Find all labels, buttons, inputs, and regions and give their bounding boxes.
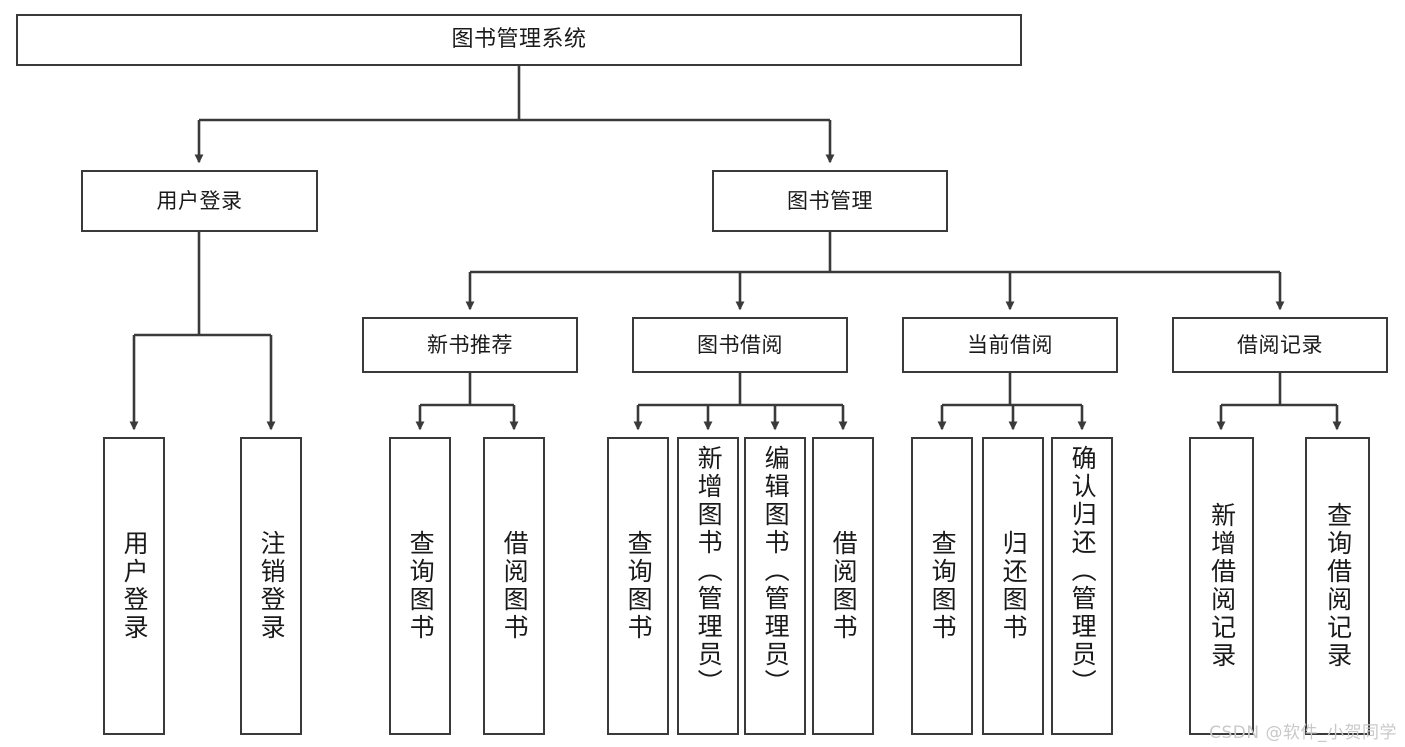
node-label: 新增图书（管理员） bbox=[694, 445, 724, 697]
node-leaf-query-book-3[interactable]: 查询图书 bbox=[911, 437, 973, 735]
node-label: 用户登录 bbox=[120, 530, 150, 642]
node-book-manage[interactable]: 图书管理 bbox=[712, 170, 948, 232]
node-label: 查询借阅记录 bbox=[1323, 502, 1353, 670]
node-label: 确认归还（管理员） bbox=[1068, 445, 1098, 697]
node-root-system[interactable]: 图书管理系统 bbox=[16, 14, 1022, 66]
node-leaf-logout[interactable]: 注销登录 bbox=[240, 437, 302, 735]
node-leaf-query-book-2[interactable]: 查询图书 bbox=[607, 437, 669, 735]
node-leaf-borrow-book-2[interactable]: 借阅图书 bbox=[812, 437, 874, 735]
node-label: 查询图书 bbox=[624, 530, 654, 642]
node-current-borrow[interactable]: 当前借阅 bbox=[902, 317, 1118, 373]
node-label: 新增借阅记录 bbox=[1207, 502, 1237, 670]
node-label: 借阅图书 bbox=[829, 530, 859, 642]
node-leaf-user-login[interactable]: 用户登录 bbox=[103, 437, 165, 735]
csdn-watermark: CSDN @软件_小贺同学 bbox=[1209, 723, 1397, 743]
node-leaf-add-book[interactable]: 新增图书（管理员） bbox=[677, 437, 739, 735]
node-new-book-recommend[interactable]: 新书推荐 bbox=[362, 317, 578, 373]
node-label: 当前借阅 bbox=[967, 332, 1053, 357]
node-book-borrow[interactable]: 图书借阅 bbox=[632, 317, 848, 373]
node-leaf-borrow-book-1[interactable]: 借阅图书 bbox=[483, 437, 545, 735]
node-borrow-record[interactable]: 借阅记录 bbox=[1172, 317, 1388, 373]
node-label: 图书管理 bbox=[787, 188, 873, 213]
node-label: 新书推荐 bbox=[427, 332, 513, 357]
node-label: 用户登录 bbox=[156, 188, 243, 213]
node-label: 归还图书 bbox=[999, 530, 1029, 642]
node-leaf-edit-book[interactable]: 编辑图书（管理员） bbox=[744, 437, 806, 735]
node-label: 图书管理系统 bbox=[451, 27, 587, 53]
node-user-login[interactable]: 用户登录 bbox=[81, 170, 318, 232]
node-leaf-return-book[interactable]: 归还图书 bbox=[982, 437, 1044, 735]
node-leaf-add-record[interactable]: 新增借阅记录 bbox=[1189, 437, 1254, 735]
node-label: 注销登录 bbox=[257, 530, 287, 642]
node-label: 借阅记录 bbox=[1237, 332, 1323, 357]
node-leaf-query-book-1[interactable]: 查询图书 bbox=[389, 437, 451, 735]
node-label: 查询图书 bbox=[928, 530, 958, 642]
node-leaf-confirm-return[interactable]: 确认归还（管理员） bbox=[1051, 437, 1113, 735]
node-label: 编辑图书（管理员） bbox=[761, 445, 791, 697]
node-label: 借阅图书 bbox=[500, 530, 530, 642]
node-leaf-query-record[interactable]: 查询借阅记录 bbox=[1305, 437, 1370, 735]
node-label: 查询图书 bbox=[406, 530, 436, 642]
node-label: 图书借阅 bbox=[697, 332, 783, 357]
